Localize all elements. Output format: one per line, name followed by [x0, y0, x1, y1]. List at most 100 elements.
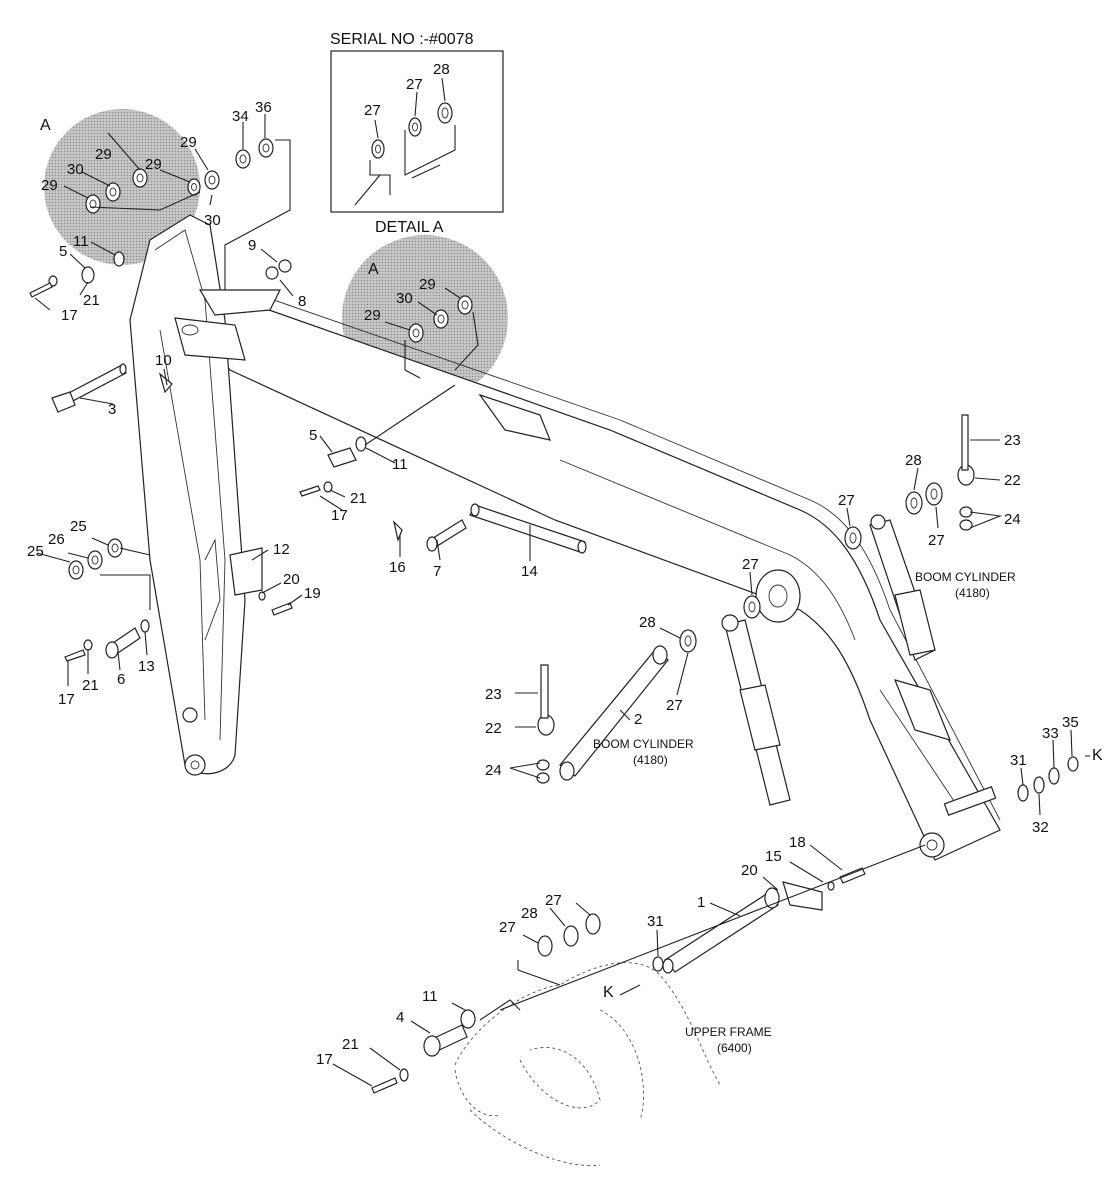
part-label: 25 [27, 543, 44, 560]
serial-number-label: SERIAL NO :-#0078 [330, 31, 474, 48]
detail-a-caption: DETAIL A [375, 219, 444, 236]
boom-cylinder-code-mid: (4180) [633, 753, 668, 767]
part-label: 11 [392, 456, 408, 473]
part-label: 27 [364, 102, 381, 119]
part-label: 20 [283, 571, 300, 588]
plate-5 [327, 447, 357, 468]
pin-14 [469, 503, 587, 554]
part-label: 22 [1004, 472, 1021, 489]
pin-1 [662, 887, 780, 974]
plate-15 [782, 881, 823, 911]
part-label: 4 [396, 1009, 404, 1026]
pin-2 [559, 645, 669, 781]
part-label: 23 [485, 686, 502, 703]
part-label: 3 [108, 401, 116, 418]
part-label: 28 [433, 61, 450, 78]
part-label: 21 [82, 677, 99, 694]
part-label: 27 [545, 892, 562, 909]
detail-a-callout-left: A [40, 117, 51, 134]
part-label: 29 [180, 134, 197, 151]
part-label: 36 [255, 99, 272, 116]
part-label: 29 [95, 146, 112, 163]
part-label: 30 [396, 290, 413, 307]
detail-a-callout-mid: A [368, 261, 379, 278]
bolts [29, 282, 969, 1094]
part-label: 33 [1042, 725, 1059, 742]
k-callout-right: K [1092, 747, 1103, 764]
part-label: 6 [117, 671, 125, 688]
part-label: 24 [485, 762, 502, 779]
part-label: 32 [1032, 819, 1049, 836]
part-label: 35 [1062, 714, 1079, 731]
part-label: 10 [155, 352, 172, 369]
part-label: 27 [406, 76, 423, 93]
part-label: 18 [789, 834, 806, 851]
part-label: 1 [697, 894, 705, 911]
part-label: 31 [1010, 752, 1027, 769]
upper-frame [454, 962, 721, 1166]
detail-a-highlight-left [44, 109, 200, 265]
k-callout-bottom: K [603, 984, 614, 1001]
part-label: 21 [342, 1036, 359, 1053]
part-label: 34 [232, 108, 249, 125]
boom-cylinder-code-right: (4180) [955, 586, 990, 600]
part-label: 30 [204, 212, 221, 229]
part-label: 24 [1004, 511, 1021, 528]
boom-cylinder-caption-mid: BOOM CYLINDER [593, 737, 694, 751]
part-label: 11 [73, 233, 89, 250]
part-label: 23 [1004, 432, 1021, 449]
part-label: 30 [67, 161, 84, 178]
part-label: 21 [83, 292, 100, 309]
part-label: 17 [331, 507, 348, 524]
part-label: 9 [248, 237, 256, 254]
boom-cylinder-left [721, 614, 791, 806]
boom-cylinder-caption-right: BOOM CYLINDER [915, 570, 1016, 584]
part-label: 27 [838, 492, 855, 509]
pin-4 [423, 1024, 468, 1057]
part-label: 15 [765, 848, 782, 865]
part-label: 14 [521, 563, 538, 580]
part-label: 28 [639, 614, 656, 631]
part-label: 16 [389, 559, 406, 576]
part-label: 12 [273, 541, 290, 558]
arm [129, 214, 281, 776]
part-label: 29 [145, 156, 162, 173]
part-label: 17 [58, 691, 75, 708]
pin-7 [426, 519, 467, 552]
pin-6 [105, 627, 141, 659]
part-label: 29 [419, 276, 436, 293]
part-label: 27 [666, 697, 683, 714]
part-label: 17 [61, 307, 78, 324]
part-label: 27 [928, 532, 945, 549]
part-label: 31 [647, 913, 664, 930]
boom-cylinder-right [869, 514, 936, 661]
callout-labels: A A K K [40, 117, 1103, 1001]
part-label: 26 [48, 531, 65, 548]
upper-frame-caption: UPPER FRAME [685, 1025, 772, 1039]
part-label: 22 [485, 720, 502, 737]
part-label: 29 [41, 177, 58, 194]
part-label: 5 [59, 243, 67, 260]
part-label: 28 [905, 452, 922, 469]
washer-rings [48, 138, 1079, 1082]
part-label: 17 [316, 1051, 333, 1068]
part-label: 8 [298, 293, 306, 310]
pin-3 [51, 363, 127, 413]
upper-frame-code: (6400) [717, 1041, 752, 1055]
part-label: 5 [309, 427, 317, 444]
part-label: 7 [433, 563, 441, 580]
part-label: 27 [499, 919, 516, 936]
part-number-labels: 27 27 28 29 30 29 29 29 30 34 36 5 11 21… [27, 61, 1079, 1068]
part-label: 21 [350, 490, 367, 507]
part-label: 2 [634, 711, 642, 728]
plate-12 [229, 547, 263, 596]
leader-lines [34, 114, 1090, 1087]
part-label: 19 [304, 585, 321, 602]
part-label: 13 [138, 658, 155, 675]
detail-a-box: SERIAL NO :-#0078 DETAIL A [330, 31, 504, 236]
part-label: 28 [521, 905, 538, 922]
part-label: 20 [741, 862, 758, 879]
part-label: 11 [422, 988, 438, 1005]
part-label: 29 [364, 307, 381, 324]
